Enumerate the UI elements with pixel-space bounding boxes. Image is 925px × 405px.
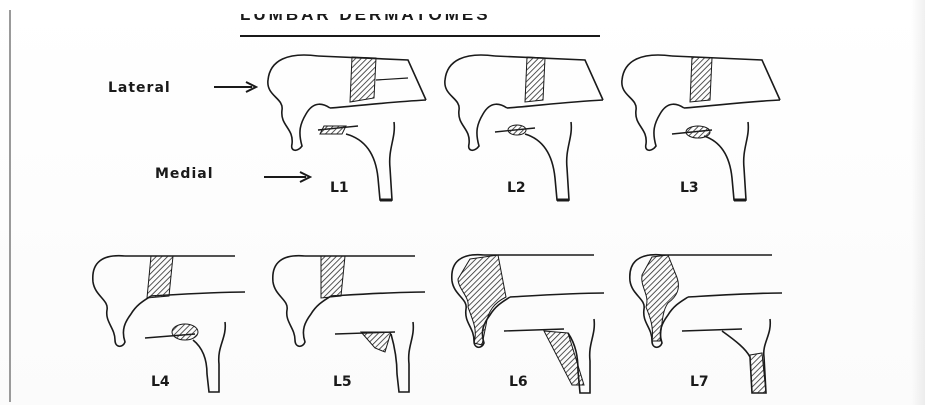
diagram-title: LUMBAR DERMATOMES [240, 14, 610, 36]
dermatome-panel-l7 [622, 245, 802, 400]
dermatome-panel-l3 [612, 48, 792, 208]
medial-label: Medial [155, 166, 214, 182]
panel-label-l3: L3 [680, 180, 699, 196]
lateral-arrow-icon [212, 80, 258, 94]
dermatome-panel-l4 [85, 248, 260, 398]
panel-label-l5: L5 [333, 374, 352, 390]
panel-label-l2: L2 [507, 180, 526, 196]
dermatome-panel-l6 [444, 245, 622, 400]
panel-label-l1: L1 [330, 180, 349, 196]
title-underline [240, 35, 600, 37]
edge-shadow [911, 0, 925, 405]
left-border-line [9, 10, 11, 402]
panel-label-l6: L6 [509, 374, 528, 390]
panel-label-l4: L4 [151, 374, 170, 390]
dermatome-panel-l5 [265, 248, 440, 398]
lateral-label: Lateral [108, 80, 171, 96]
panel-label-l7: L7 [690, 374, 709, 390]
